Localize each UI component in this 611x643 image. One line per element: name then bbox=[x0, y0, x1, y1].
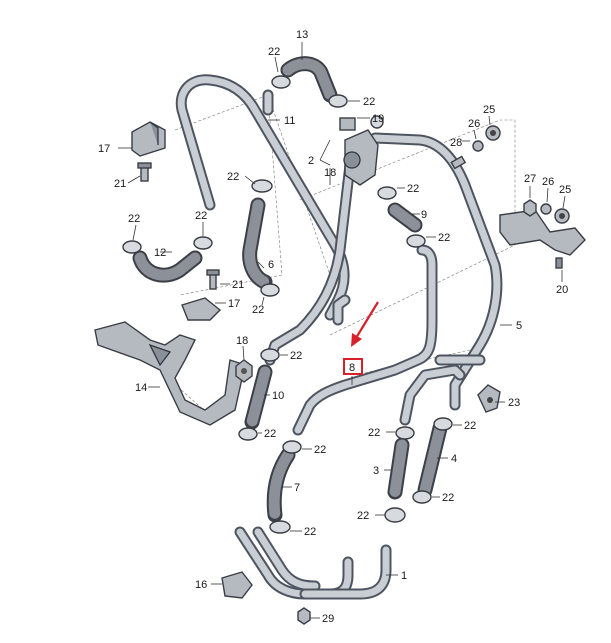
label-6: 6 bbox=[268, 259, 274, 271]
label-13: 13 bbox=[296, 29, 308, 41]
bracket-17-upper bbox=[131, 121, 166, 157]
label-20: 20 bbox=[556, 284, 568, 296]
label-9: 9 bbox=[421, 209, 427, 221]
label-26: 26 bbox=[542, 176, 554, 188]
hose-6 bbox=[242, 197, 273, 290]
label-14: 14 bbox=[135, 382, 147, 394]
label-21: 21 bbox=[114, 178, 126, 190]
bush-26-upper bbox=[472, 140, 484, 152]
highlight-arrow bbox=[351, 301, 379, 347]
label-27: 27 bbox=[524, 173, 536, 185]
clip-16 bbox=[221, 571, 253, 599]
bracket-17-lower bbox=[181, 297, 222, 321]
nut-29 bbox=[297, 607, 311, 625]
hose-13 bbox=[280, 56, 338, 103]
hose-7 bbox=[266, 447, 296, 523]
label-26: 26 bbox=[468, 118, 480, 130]
bracket-20 bbox=[499, 209, 586, 269]
callout-labels: 13 22 22 11 19 25 26 17 28 2 18 22 21 22… bbox=[98, 29, 571, 625]
coolant-pipe-8 bbox=[264, 159, 466, 436]
label-29: 29 bbox=[322, 613, 334, 625]
label-22: 22 bbox=[252, 304, 264, 316]
leader-lines bbox=[118, 42, 566, 619]
label-22: 22 bbox=[304, 526, 316, 538]
label-22: 22 bbox=[290, 350, 302, 362]
label-19: 19 bbox=[372, 113, 384, 125]
label-17: 17 bbox=[228, 298, 240, 310]
coolant-pipe-11 bbox=[175, 74, 350, 321]
label-17: 17 bbox=[98, 143, 110, 155]
label-2: 2 bbox=[308, 155, 314, 167]
hose-9 bbox=[387, 202, 423, 233]
nut-18 bbox=[235, 359, 253, 383]
hose-3 bbox=[387, 437, 410, 500]
hose-4 bbox=[417, 420, 448, 498]
hose-clamps-22 bbox=[122, 75, 453, 534]
label-3: 3 bbox=[373, 465, 379, 477]
label-4: 4 bbox=[451, 453, 457, 465]
label-1: 1 bbox=[401, 570, 407, 582]
label-22: 22 bbox=[464, 420, 476, 432]
label-22: 22 bbox=[195, 210, 207, 222]
label-10: 10 bbox=[272, 390, 284, 402]
bush-26-lower bbox=[540, 203, 552, 215]
hose-12 bbox=[132, 250, 203, 283]
label-16: 16 bbox=[195, 579, 207, 591]
label-22: 22 bbox=[442, 492, 454, 504]
label-25: 25 bbox=[559, 184, 571, 196]
grommet-25-upper bbox=[485, 125, 501, 141]
hose-10 bbox=[244, 364, 273, 430]
label-22: 22 bbox=[363, 96, 375, 108]
bolt-21-lower bbox=[206, 269, 220, 290]
label-5: 5 bbox=[516, 320, 522, 332]
connector-2 bbox=[339, 115, 384, 186]
label-8: 8 bbox=[349, 362, 355, 374]
label-22: 22 bbox=[368, 427, 380, 439]
label-22: 22 bbox=[128, 213, 140, 225]
coolant-pipe-1 bbox=[234, 526, 392, 600]
label-25: 25 bbox=[483, 104, 495, 116]
label-23: 23 bbox=[508, 397, 520, 409]
label-22: 22 bbox=[227, 171, 239, 183]
label-18: 18 bbox=[324, 167, 336, 179]
coolant-pipe-5 bbox=[369, 132, 503, 411]
label-22: 22 bbox=[314, 444, 326, 456]
bolt-21-upper bbox=[137, 162, 152, 182]
label-12: 12 bbox=[154, 247, 166, 259]
label-22: 22 bbox=[357, 510, 369, 522]
label-22: 22 bbox=[407, 183, 419, 195]
label-22: 22 bbox=[438, 232, 450, 244]
clip-23 bbox=[477, 384, 501, 413]
grommet-25-lower bbox=[554, 208, 570, 224]
label-28: 28 bbox=[450, 137, 462, 149]
highlight-box bbox=[343, 358, 363, 375]
label-21: 21 bbox=[232, 279, 244, 291]
label-18: 18 bbox=[236, 335, 248, 347]
label-22: 22 bbox=[264, 428, 276, 440]
label-11: 11 bbox=[284, 115, 295, 127]
bolt-28 bbox=[450, 155, 467, 170]
nut-27 bbox=[523, 199, 537, 217]
label-22: 22 bbox=[268, 46, 280, 58]
bracket-14 bbox=[94, 321, 246, 426]
label-7: 7 bbox=[294, 482, 300, 494]
